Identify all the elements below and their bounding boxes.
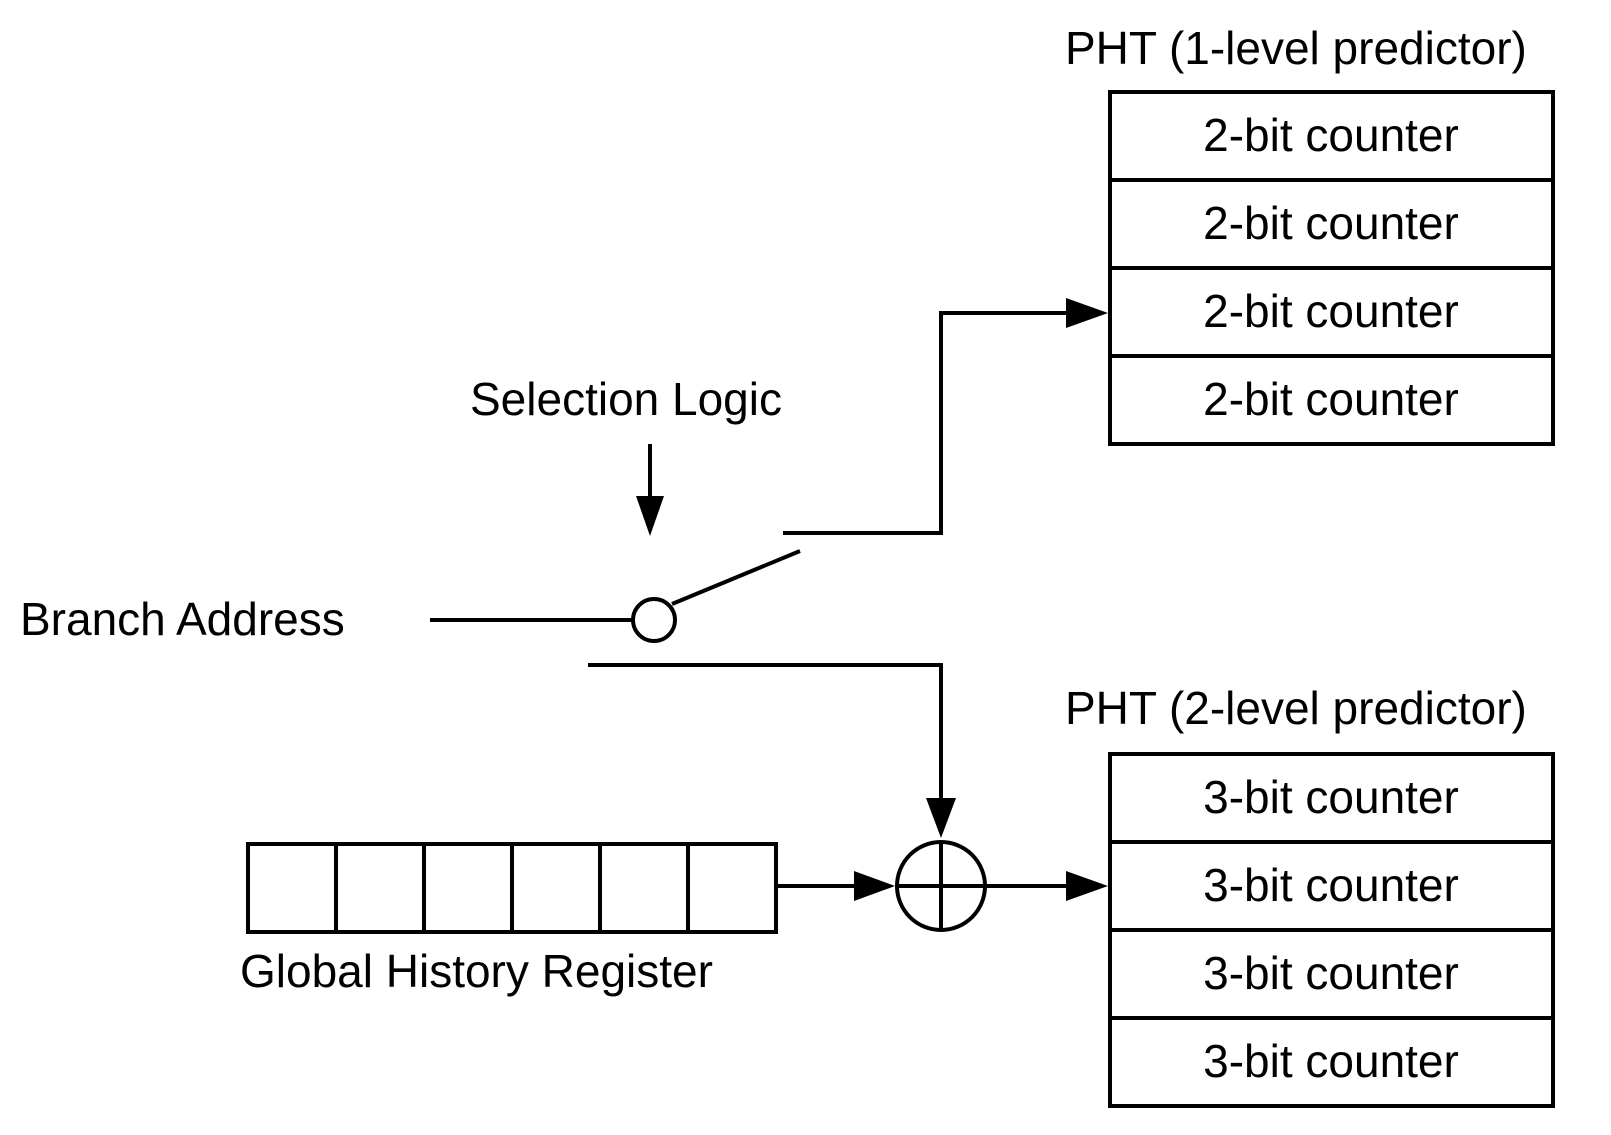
- switch-lever: [671, 549, 801, 606]
- switch-pivot: [631, 597, 677, 643]
- branch-address-label: Branch Address: [20, 593, 345, 645]
- pht1-title: PHT (1-level predictor): [1065, 22, 1527, 74]
- pht2-row: [1108, 1016, 1555, 1108]
- pht1-row: [1108, 90, 1555, 182]
- ghr-bit: [598, 842, 690, 934]
- pht1-row: [1108, 354, 1555, 446]
- selection-logic-arrow: [636, 444, 664, 536]
- ghr-bit: [686, 842, 778, 934]
- pht1-feed-wire: [783, 298, 1108, 535]
- pht1-cell-label: 2-bit counter: [1203, 373, 1459, 425]
- pht1-cell-label: 2-bit counter: [1203, 109, 1459, 161]
- ghr-to-xor-arrow: [776, 871, 895, 901]
- xor-to-pht2-arrow: [985, 871, 1108, 901]
- selection-logic-label: Selection Logic: [470, 373, 782, 425]
- ghr-bit: [334, 842, 426, 934]
- xor-feed-wire: [588, 663, 956, 838]
- pht1-row: [1108, 178, 1555, 270]
- pht2-cell-label: 3-bit counter: [1203, 771, 1459, 823]
- pht2-cell-label: 3-bit counter: [1203, 1035, 1459, 1087]
- ghr-bit: [510, 842, 602, 934]
- pht2-title: PHT (2-level predictor): [1065, 682, 1527, 734]
- pht2-cell-label: 3-bit counter: [1203, 947, 1459, 999]
- pht1-cell-label: 2-bit counter: [1203, 197, 1459, 249]
- pht1-cell-label: 2-bit counter: [1203, 285, 1459, 337]
- global-history-register: [246, 842, 778, 934]
- pht2-table: 3-bit counter 3-bit counter 3-bit counte…: [1108, 752, 1555, 1108]
- pht2-row: [1108, 928, 1555, 1020]
- xor-gate: [895, 840, 987, 932]
- ghr-bit: [246, 842, 338, 934]
- pht1-table: 2-bit counter 2-bit counter 2-bit counte…: [1108, 90, 1555, 446]
- ghr-bit: [422, 842, 514, 934]
- pht2-cell-label: 3-bit counter: [1203, 859, 1459, 911]
- ghr-label: Global History Register: [240, 945, 713, 997]
